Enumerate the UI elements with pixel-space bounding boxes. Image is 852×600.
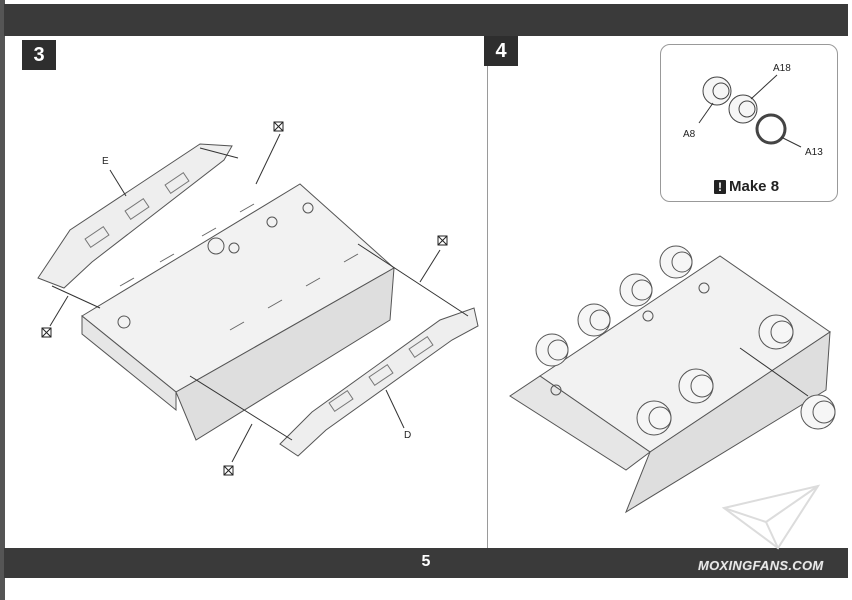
part-label-a13: A13	[805, 147, 823, 158]
make-quantity-text: Make 8	[729, 178, 780, 195]
assembly-lines	[49, 133, 469, 463]
step-4-badge: 4	[484, 36, 518, 66]
step-3-badge: 3	[22, 40, 56, 70]
header-band	[4, 4, 848, 36]
no-glue-icon	[41, 121, 448, 476]
make-quantity-note: ! Make 8	[714, 178, 779, 195]
step-divider	[487, 36, 488, 548]
page-edge	[0, 0, 5, 600]
watermark-text: MOXINGFANS.COM	[698, 558, 824, 573]
suspension-arms	[119, 203, 359, 331]
part-label-a8: A8	[683, 129, 696, 140]
wheel-detail-inset: A8 A18 A13	[660, 44, 838, 202]
hull-side-plate	[175, 267, 395, 441]
part-label-e: E	[102, 156, 109, 167]
part-label-d: D	[404, 430, 411, 441]
wheel-exploded-view: A8 A18 A13	[683, 63, 823, 158]
footer-band	[4, 548, 848, 578]
road-wheels	[535, 245, 836, 436]
page-number: 5	[421, 553, 431, 570]
exclamation-icon: !	[714, 179, 726, 194]
hull-side-plate-4	[624, 331, 831, 514]
hull-rear-plate	[81, 314, 177, 412]
part-label-a18: A18	[773, 63, 791, 74]
